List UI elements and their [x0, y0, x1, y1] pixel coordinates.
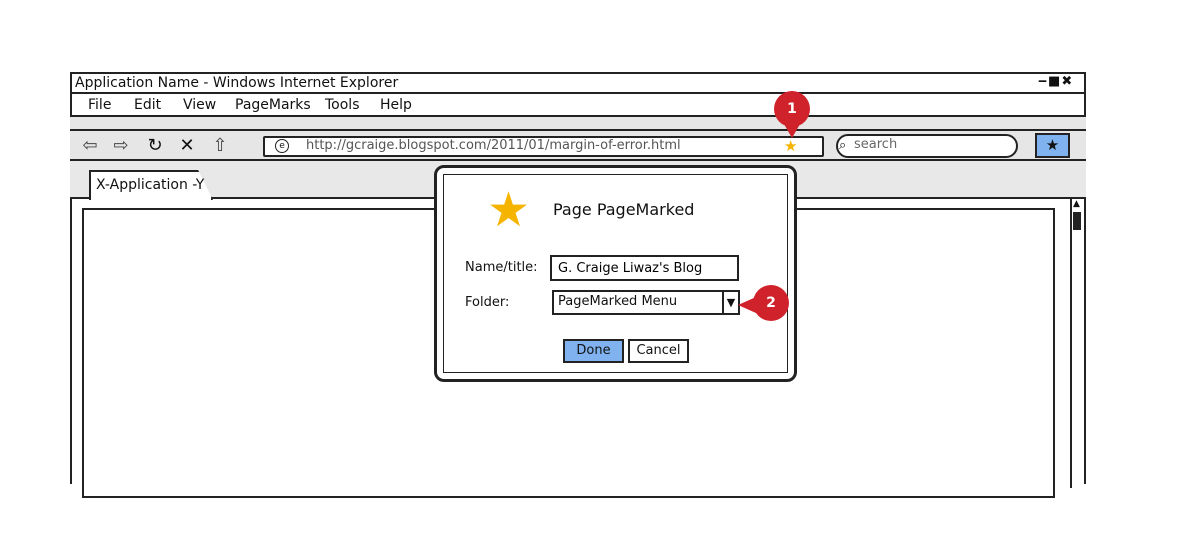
- search-placeholder: search: [854, 137, 898, 152]
- scroll-up-icon[interactable]: ▲: [1073, 199, 1080, 209]
- stop-icon[interactable]: ✕: [179, 135, 195, 156]
- callout-1: 1: [774, 91, 810, 127]
- title-bar: [70, 72, 1086, 94]
- folder-select[interactable]: [552, 290, 740, 315]
- refresh-icon[interactable]: ↻: [147, 135, 163, 156]
- pagemark-star-icon[interactable]: ★: [784, 137, 798, 155]
- folder-select-value: PageMarked Menu: [558, 294, 678, 309]
- menu-edit[interactable]: Edit: [134, 97, 162, 113]
- star-icon: ★: [487, 182, 531, 238]
- menu-bar: [70, 94, 1086, 117]
- callout-2: 2: [753, 285, 789, 321]
- menu-pagemarks[interactable]: PageMarks: [235, 97, 311, 113]
- forward-icon[interactable]: ⇨: [113, 135, 129, 156]
- vertical-scrollbar[interactable]: [1070, 198, 1084, 488]
- menu-tools[interactable]: Tools: [325, 97, 360, 113]
- page-icon: e: [275, 139, 289, 153]
- window-title: Application Name - Windows Internet Expl…: [75, 75, 399, 91]
- search-icon: ⌕: [839, 138, 847, 153]
- dialog-title: Page PageMarked: [553, 200, 695, 219]
- folder-label: Folder:: [465, 295, 510, 310]
- url-text[interactable]: http://gcraige.blogspot.com/2011/01/marg…: [306, 138, 681, 153]
- window-controls[interactable]: ‒■✖: [1038, 74, 1074, 89]
- scroll-thumb[interactable]: [1073, 212, 1081, 230]
- star-icon: ★: [1045, 136, 1060, 154]
- back-icon[interactable]: ⇦: [82, 135, 98, 156]
- callout-2-pointer: [738, 297, 756, 313]
- name-label: Name/title:: [465, 260, 538, 275]
- tab-label: X-Application -Y: [96, 177, 205, 193]
- address-bar[interactable]: [263, 136, 824, 157]
- dropdown-arrow-icon[interactable]: ▼: [722, 292, 738, 313]
- callout-1-pointer: [784, 124, 800, 138]
- home-icon[interactable]: ⇧: [212, 135, 228, 156]
- name-title-input[interactable]: [550, 255, 739, 281]
- menu-file[interactable]: File: [88, 97, 112, 113]
- search-input[interactable]: [836, 134, 1018, 158]
- dialog-panel: [443, 174, 788, 373]
- favorites-button[interactable]: ★: [1035, 133, 1070, 158]
- toolbar-strip: [70, 117, 1086, 131]
- done-button[interactable]: Done: [563, 339, 624, 363]
- cancel-button[interactable]: Cancel: [628, 339, 689, 363]
- menu-help[interactable]: Help: [380, 97, 412, 113]
- menu-view[interactable]: View: [183, 97, 217, 113]
